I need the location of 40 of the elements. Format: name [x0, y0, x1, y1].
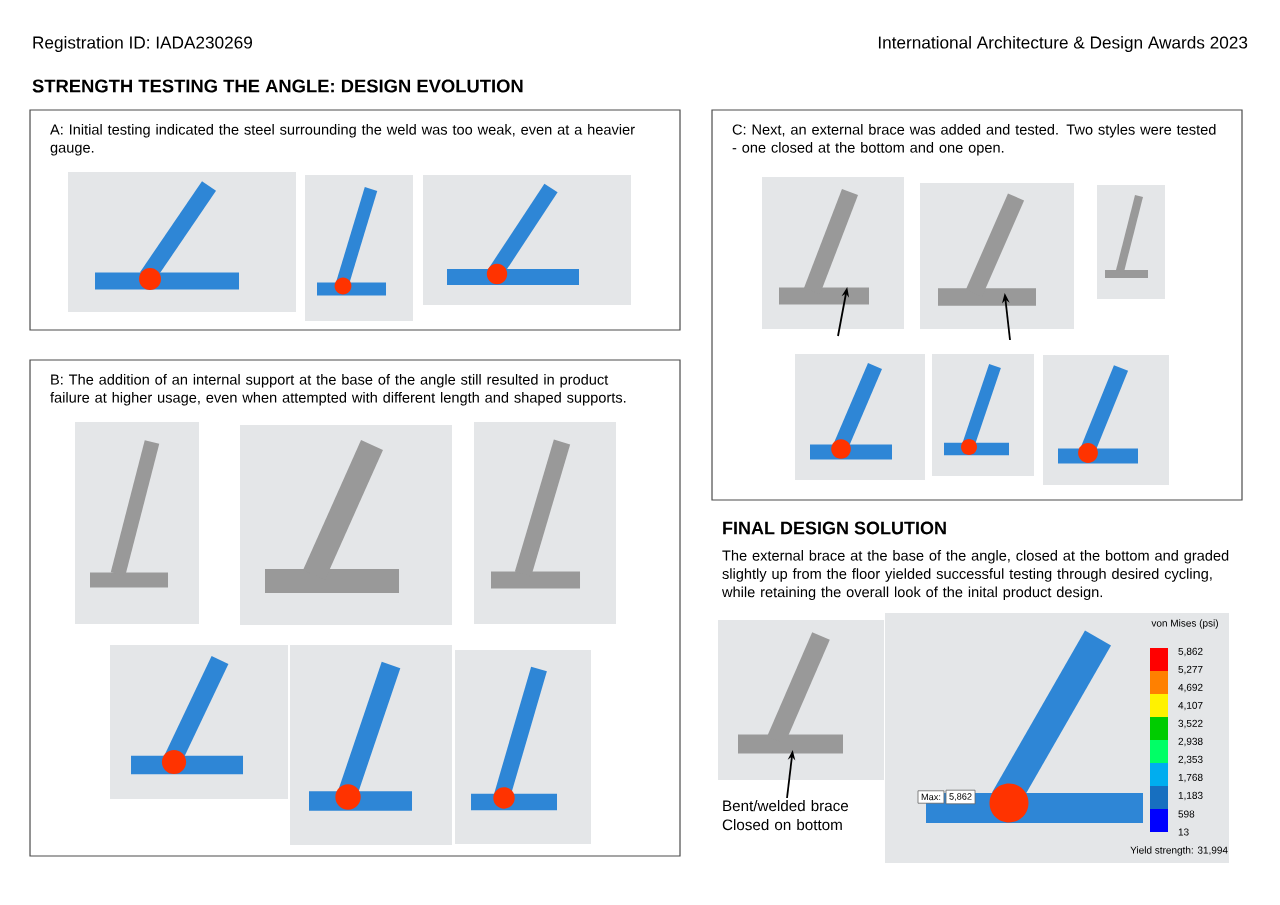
- legend-value: 5,277: [1178, 665, 1203, 675]
- legend-value: 5,862: [1178, 647, 1203, 657]
- render-picture: [718, 620, 884, 780]
- header-text: Registration ID: IADA230269: [33, 36, 252, 52]
- header-text: International Architecture & Design Awards 2023: [878, 36, 1248, 52]
- legend-value: 1,183: [1178, 791, 1203, 801]
- panel-text: C: Next, an external brace was added and tested. Two styles were tested - one closed at the bottom and one open.: [732, 124, 1216, 156]
- legend-value: 1,768: [1178, 773, 1203, 783]
- panel-text: B: The addition of an internal support at the base of the angle still resulted in product failure at higher usage, even when attempted with different length and shaped supports.: [50, 374, 626, 406]
- section-heading: FINAL DESIGN SOLUTION: [723, 521, 946, 535]
- panel-text: A: Initial testing indicated the steel surrounding the weld was too weak, even at a heavier gauge.: [50, 124, 635, 156]
- simulation-picture: [455, 650, 591, 844]
- title: STRENGTH TESTING THE ANGLE: DESIGN EVOLUTION: [32, 79, 523, 93]
- legend-title: von Mises (psi): [1151, 619, 1218, 629]
- callout-text: Bent/welded brace Closed on bottom: [722, 800, 849, 831]
- body-text: The external brace at the base of the angle, closed at the bottom and graded slightly up from the floor yielded successful testing through desired cycling, while retaining the overall look of the inital product design.: [722, 550, 1229, 601]
- legend-value: 4,692: [1178, 683, 1203, 693]
- render-picture: [75, 422, 199, 624]
- render-picture: [920, 183, 1074, 329]
- simulation-picture: [68, 172, 296, 312]
- simulation-picture: [1043, 355, 1169, 485]
- render-picture: [762, 177, 904, 329]
- render-picture: [1097, 185, 1165, 299]
- simulation-picture: [290, 645, 452, 845]
- max-callout: 5,862: [945, 789, 976, 805]
- max-callout: Max:: [917, 790, 945, 804]
- legend-value: 4,107: [1178, 701, 1203, 711]
- render-picture: [240, 425, 452, 625]
- legend-value: 2,353: [1178, 755, 1203, 765]
- render-picture: [474, 422, 616, 624]
- simulation-picture: [305, 175, 413, 321]
- simulation-picture: [932, 354, 1034, 476]
- simulation-picture: [795, 354, 925, 480]
- simulation-picture: [423, 175, 631, 305]
- legend-value: 3,522: [1178, 719, 1203, 729]
- legend-value: 13: [1178, 828, 1189, 836]
- legend-value: 598: [1178, 810, 1195, 818]
- legend-value: 2,938: [1178, 737, 1203, 747]
- yield-strength-label: Yield strength: 31,994: [1130, 846, 1228, 856]
- simulation-picture: [110, 645, 288, 799]
